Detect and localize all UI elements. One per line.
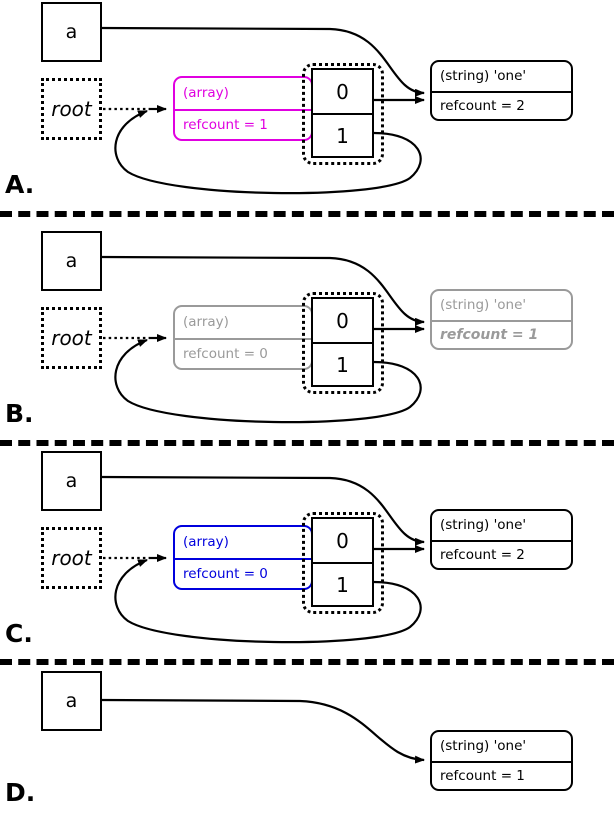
panel-a-string-node[interactable]: (string) 'one' refcount = 2 <box>430 60 573 121</box>
panel-d-edges <box>101 698 425 764</box>
index-cell-1[interactable]: 1 <box>313 342 372 385</box>
variable-label: a <box>65 690 78 712</box>
index-cell-0[interactable]: 0 <box>336 308 349 333</box>
panel-a-edges <box>101 26 425 195</box>
edge-a-to-string <box>101 255 425 326</box>
panel-c-array-node[interactable]: (array) refcount = 0 <box>173 525 313 590</box>
panel-divider-1 <box>0 211 614 217</box>
edge-a-to-string <box>101 26 425 97</box>
string-refcount-row: refcount = 2 <box>432 539 571 569</box>
panel-divider-2 <box>0 440 614 446</box>
panel-c-index-cells[interactable]: 0 1 <box>311 517 374 607</box>
variable-label: a <box>65 250 78 272</box>
edge-a-to-string <box>101 475 425 546</box>
string-refcount-row: refcount = 1 <box>432 319 571 349</box>
panel-a-variable-box[interactable]: a <box>41 2 102 62</box>
edge-index1-loop-to-array <box>114 558 422 644</box>
panel-b-edges <box>101 255 425 424</box>
panel-a-array-node[interactable]: (array) refcount = 1 <box>173 76 313 141</box>
array-refcount-row: refcount = 1 <box>175 108 311 140</box>
string-type-row: (string) 'one' <box>440 738 527 755</box>
panel-c-index-group-outline <box>302 512 384 614</box>
edge-index1-loop-to-array <box>114 338 422 424</box>
panel-label-c: C. <box>5 619 33 648</box>
panel-d-string-node[interactable]: (string) 'one' refcount = 1 <box>430 730 573 791</box>
array-refcount-row: refcount = 0 <box>175 557 311 589</box>
string-refcount-row: refcount = 2 <box>432 90 571 120</box>
panel-b-string-node[interactable]: (string) 'one' refcount = 1 <box>430 289 573 350</box>
panel-c-variable-box[interactable]: a <box>41 451 102 511</box>
array-type-row: (array) <box>183 85 229 102</box>
root-label: root <box>51 326 92 350</box>
panel-a-index-group-outline <box>302 63 384 165</box>
string-type-row: (string) 'one' <box>440 68 527 85</box>
panel-b-variable-box[interactable]: a <box>41 231 102 291</box>
panel-b-index-cells[interactable]: 0 1 <box>311 297 374 387</box>
panel-c-string-node[interactable]: (string) 'one' refcount = 2 <box>430 509 573 570</box>
panel-c-root-box[interactable]: root <box>41 527 102 589</box>
index-cell-1[interactable]: 1 <box>313 562 372 605</box>
variable-label: a <box>65 21 78 43</box>
root-label: root <box>51 97 92 121</box>
array-type-row: (array) <box>183 534 229 551</box>
array-refcount-row: refcount = 0 <box>175 337 311 369</box>
panel-b-array-node[interactable]: (array) refcount = 0 <box>173 305 313 370</box>
panel-a-root-box[interactable]: root <box>41 78 102 140</box>
variable-label: a <box>65 470 78 492</box>
panel-label-b: B. <box>5 399 34 428</box>
panel-d-variable-box[interactable]: a <box>41 671 102 731</box>
string-refcount-row: refcount = 1 <box>432 760 571 790</box>
string-type-row: (string) 'one' <box>440 517 527 534</box>
panel-label-d: D. <box>5 778 36 807</box>
panel-a-index-cells[interactable]: 0 1 <box>311 68 374 158</box>
index-cell-1[interactable]: 1 <box>313 113 372 156</box>
root-label: root <box>51 546 92 570</box>
panel-b-index-group-outline <box>302 292 384 394</box>
array-type-row: (array) <box>183 314 229 331</box>
panel-c-edges <box>101 475 425 644</box>
edge-index1-loop-to-array <box>114 109 422 195</box>
string-type-row: (string) 'one' <box>440 297 527 314</box>
edge-a-to-string <box>101 698 425 764</box>
index-cell-0[interactable]: 0 <box>336 528 349 553</box>
panel-label-a: A. <box>5 170 35 199</box>
panel-b-root-box[interactable]: root <box>41 307 102 369</box>
index-cell-0[interactable]: 0 <box>336 79 349 104</box>
panel-divider-3 <box>0 659 614 665</box>
